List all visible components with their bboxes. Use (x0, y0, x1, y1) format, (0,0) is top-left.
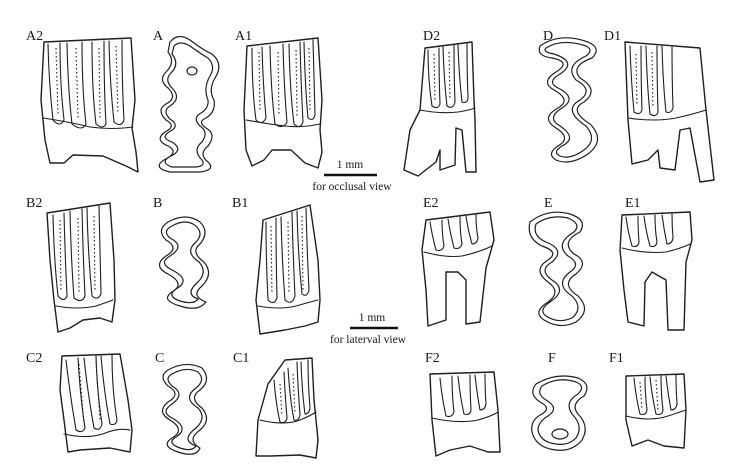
scale-bar-lateral-caption: for laterval view (330, 334, 407, 346)
scale-bar-occlusal-length: 1 mm (337, 159, 364, 171)
panel-label-b1: B1 (232, 196, 248, 211)
panel-label-e: E (544, 196, 553, 211)
tooth-b2-lateral-drawing (46, 202, 116, 333)
panel-label-b: B (153, 196, 162, 211)
panel-label-f2: F2 (425, 351, 440, 366)
panel-label-c: C (155, 351, 164, 366)
scale-bar-lateral: 1 mm for laterval view (330, 312, 407, 346)
tooth-b1-lateral-drawing (255, 204, 321, 335)
tooth-e-occlusal-drawing (528, 211, 586, 327)
panel-label-d2: D2 (423, 29, 440, 44)
tooth-f-occlusal-drawing (531, 375, 588, 451)
tooth-b-occlusal-drawing (158, 216, 210, 309)
tooth-f2-lateral-drawing (429, 371, 501, 457)
scale-bar-occlusal: 1 mm for occlusal view (312, 159, 392, 193)
tooth-f1-lateral-drawing (625, 373, 687, 449)
panel-label-f: F (548, 351, 556, 366)
tooth-a-occlusal-drawing (158, 35, 220, 173)
panel-label-a1: A1 (235, 29, 252, 44)
tooth-d2-lateral-drawing (403, 41, 477, 177)
panel-label-b2: B2 (26, 196, 42, 211)
panel-label-f1: F1 (609, 351, 624, 366)
panel-label-a: A (153, 29, 164, 44)
scale-bar-occlusal-caption: for occlusal view (312, 181, 392, 193)
panel-label-d: D (543, 29, 553, 44)
panel-label-d1: D1 (604, 29, 621, 44)
panel-label-e2: E2 (423, 196, 439, 211)
tooth-d-occlusal-drawing (538, 37, 599, 163)
tooth-e1-lateral-drawing (619, 211, 693, 331)
panel-label-c1: C1 (233, 351, 249, 366)
tooth-d1-lateral-drawing (624, 41, 715, 183)
tooth-e2-lateral-drawing (421, 211, 495, 327)
panel-label-c2: C2 (26, 351, 42, 366)
tooth-c2-lateral-drawing (59, 353, 133, 453)
panel-label-a2: A2 (26, 29, 43, 44)
tooth-c-occlusal-drawing (161, 363, 208, 455)
tooth-a1-lateral-drawing (243, 37, 323, 169)
panel-label-e1: E1 (625, 196, 641, 211)
tooth-c1-lateral-drawing (255, 357, 319, 459)
tooth-a2-lateral-drawing (40, 37, 139, 173)
scale-bar-lateral-length: 1 mm (359, 312, 386, 324)
